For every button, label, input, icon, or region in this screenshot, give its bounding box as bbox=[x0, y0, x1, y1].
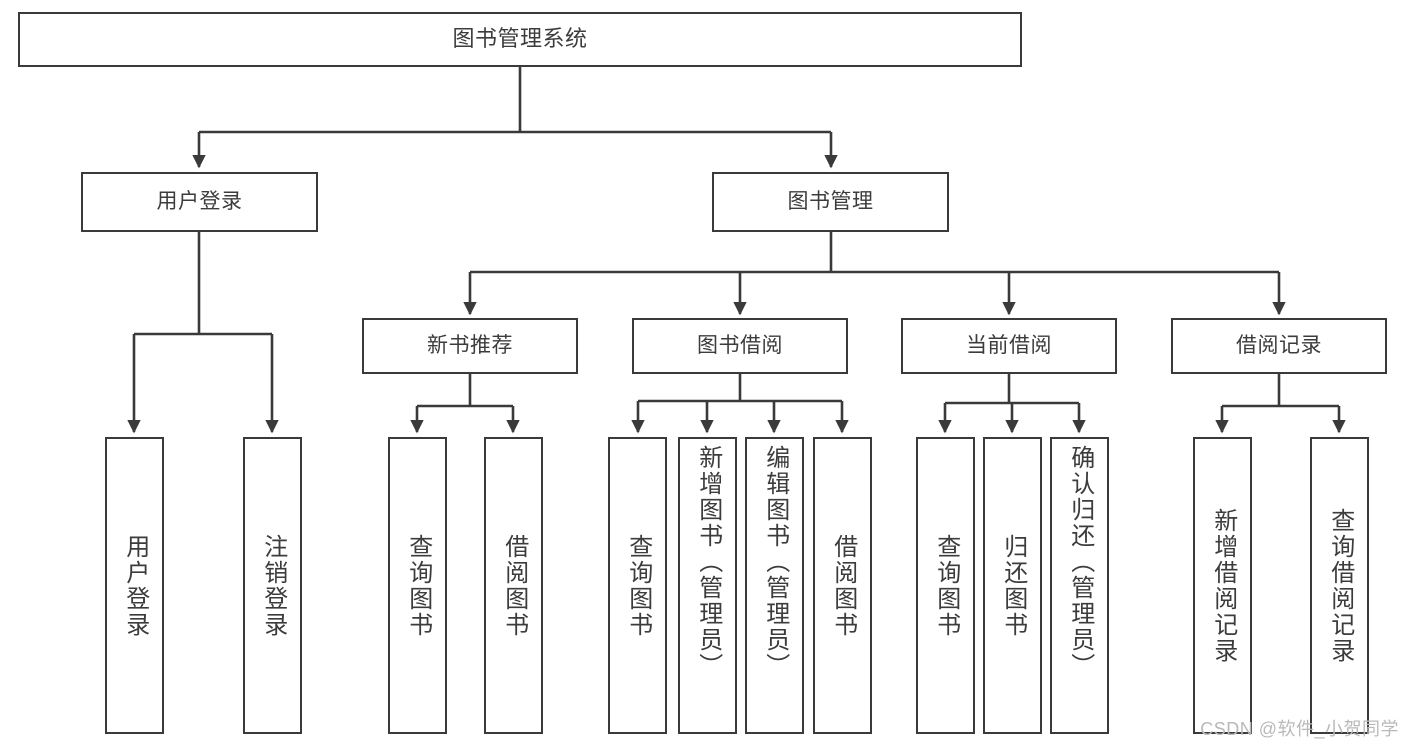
node-label: 图书管理 bbox=[787, 190, 874, 214]
node-book-borrow[interactable]: 图书借阅 bbox=[632, 318, 848, 374]
node-label: 借阅图书 bbox=[500, 533, 528, 638]
node-borrow-record[interactable]: 借阅记录 bbox=[1171, 318, 1387, 374]
node-label: 注销登录 bbox=[259, 533, 287, 638]
node-label: 借阅记录 bbox=[1236, 334, 1322, 358]
node-label: 新增图书（管理员） bbox=[694, 445, 722, 679]
node-label: 借阅图书 bbox=[829, 533, 857, 638]
leaf-current-borrow-return[interactable]: 归还图书 bbox=[983, 437, 1042, 734]
node-label: 查询借阅记录 bbox=[1326, 507, 1354, 664]
leaf-book-borrow-query[interactable]: 查询图书 bbox=[608, 437, 667, 734]
node-user-login[interactable]: 用户登录 bbox=[81, 172, 318, 232]
node-label: 图书管理系统 bbox=[452, 26, 588, 52]
leaf-borrow-record-query[interactable]: 查询借阅记录 bbox=[1310, 437, 1369, 734]
leaf-new-book-borrow[interactable]: 借阅图书 bbox=[484, 437, 543, 734]
leaf-new-book-query[interactable]: 查询图书 bbox=[388, 437, 447, 734]
leaf-user-login-login[interactable]: 用户登录 bbox=[105, 437, 164, 734]
leaf-book-borrow-edit[interactable]: 编辑图书（管理员） bbox=[745, 437, 804, 734]
node-root-system[interactable]: 图书管理系统 bbox=[18, 12, 1022, 67]
leaf-current-borrow-confirm[interactable]: 确认归还（管理员） bbox=[1050, 437, 1109, 734]
node-label: 确认归还（管理员） bbox=[1066, 445, 1094, 679]
node-current-borrow[interactable]: 当前借阅 bbox=[901, 318, 1117, 374]
leaf-user-login-logout[interactable]: 注销登录 bbox=[243, 437, 302, 734]
leaf-borrow-record-add[interactable]: 新增借阅记录 bbox=[1193, 437, 1252, 734]
node-label: 图书借阅 bbox=[697, 334, 783, 358]
node-new-book-recommend[interactable]: 新书推荐 bbox=[362, 318, 578, 374]
node-label: 查询图书 bbox=[932, 533, 960, 638]
node-label: 当前借阅 bbox=[966, 334, 1052, 358]
node-label: 新书推荐 bbox=[427, 334, 513, 358]
node-label: 编辑图书（管理员） bbox=[761, 445, 789, 679]
leaf-book-borrow-borrow[interactable]: 借阅图书 bbox=[813, 437, 872, 734]
node-label: 归还图书 bbox=[999, 533, 1027, 638]
watermark: CSDN @软件_小贺同学 bbox=[1200, 719, 1399, 739]
node-label: 用户登录 bbox=[121, 533, 149, 638]
leaf-book-borrow-add[interactable]: 新增图书（管理员） bbox=[678, 437, 737, 734]
node-label: 用户登录 bbox=[156, 190, 243, 214]
node-label: 查询图书 bbox=[624, 533, 652, 638]
node-book-management[interactable]: 图书管理 bbox=[712, 172, 949, 232]
node-label: 查询图书 bbox=[404, 533, 432, 638]
node-label: 新增借阅记录 bbox=[1209, 507, 1237, 664]
leaf-current-borrow-query[interactable]: 查询图书 bbox=[916, 437, 975, 734]
